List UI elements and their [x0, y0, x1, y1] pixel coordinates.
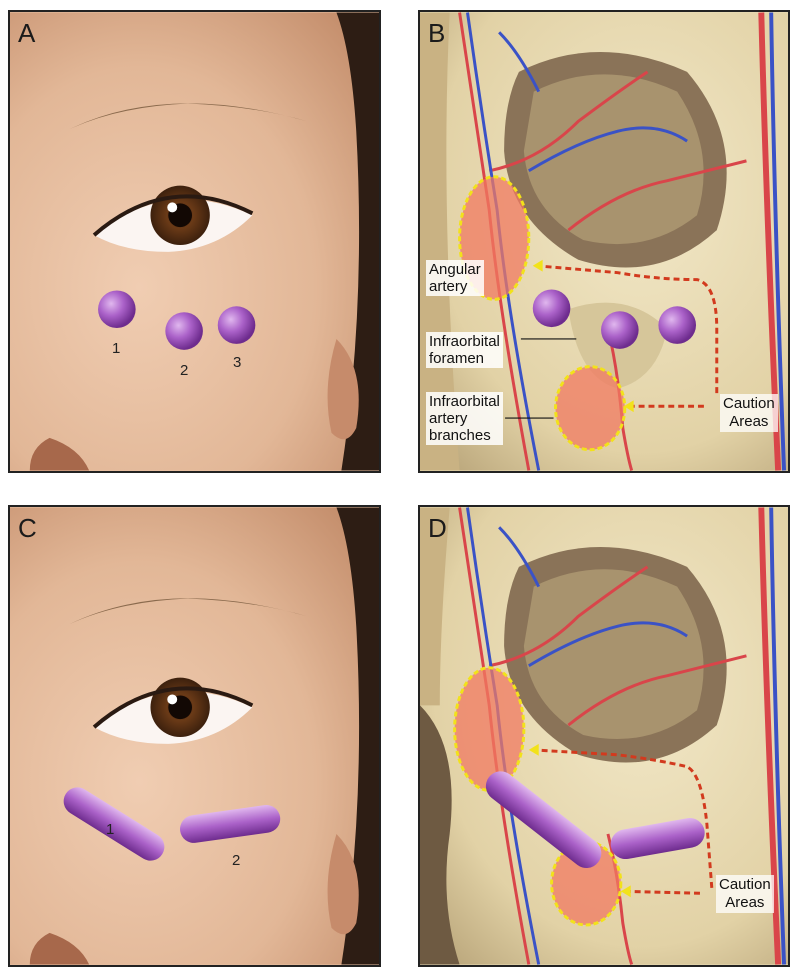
filler-injection-dot: [601, 311, 639, 349]
label-line: artery: [429, 278, 481, 295]
marker-number: 2: [232, 852, 240, 869]
panel-letter: C: [18, 513, 37, 544]
label-angular-artery: Angular artery: [426, 260, 484, 296]
marker-number: 1: [112, 340, 120, 357]
panel-letter: D: [428, 513, 447, 544]
filler-injection-dot: [98, 290, 136, 328]
label-line: Areas: [723, 413, 775, 431]
filler-injection-dot: [165, 312, 203, 350]
caution-areas-label: Caution Areas: [720, 394, 778, 432]
label-line: Infraorbital: [429, 333, 500, 350]
label-line: Caution: [719, 876, 771, 894]
panel-a-face-bolus-injections: A 1 2 3: [8, 10, 381, 473]
panel-b-skull-caution-areas: B Angular artery Infraorbital foramen In…: [418, 10, 790, 473]
label-line: Caution: [723, 395, 775, 413]
filler-injection-dot: [218, 306, 256, 344]
label-line: Angular: [429, 261, 481, 278]
label-infraorbital-artery-branches: Infraorbital artery branches: [426, 392, 503, 445]
label-line: Infraorbital: [429, 393, 500, 410]
marker-number: 3: [233, 354, 241, 371]
panel-letter: A: [18, 18, 35, 49]
face-illustration: [10, 12, 379, 471]
caution-area-ellipse: [556, 367, 625, 450]
panel-d-skull-linear-caution: D Caution Areas: [418, 505, 790, 967]
face-illustration: [10, 507, 379, 965]
label-line: Areas: [719, 894, 771, 912]
marker-number: 1: [106, 821, 114, 838]
filler-injection-dot: [658, 306, 696, 344]
label-line: branches: [429, 427, 500, 444]
panel-letter: B: [428, 18, 445, 49]
label-line: artery: [429, 410, 500, 427]
marker-number: 2: [180, 362, 188, 379]
panel-c-face-linear-injections: C 1 2: [8, 505, 381, 967]
label-infraorbital-foramen: Infraorbital foramen: [426, 332, 503, 368]
label-line: foramen: [429, 350, 500, 367]
caution-areas-label: Caution Areas: [716, 875, 774, 913]
caution-area-ellipse: [455, 668, 524, 791]
filler-injection-dot: [533, 289, 571, 327]
